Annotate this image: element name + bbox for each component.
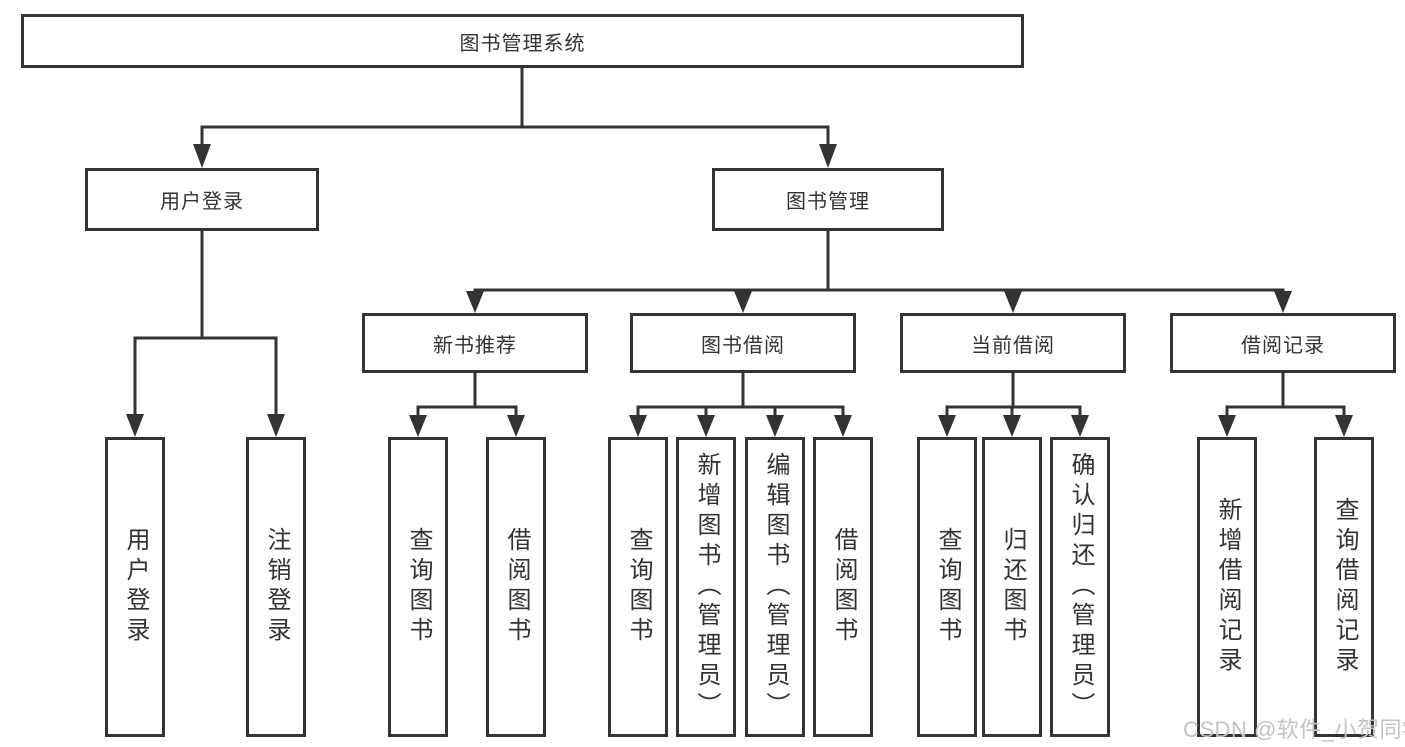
- leaf-logout: 注销登录: [246, 437, 306, 737]
- node-new-book-recommendation: 新书推荐: [362, 313, 588, 373]
- leaf-cb-query-books-label: 查询图书: [934, 527, 961, 647]
- node-book-borrowing: 图书借阅: [630, 313, 856, 373]
- node-library-management-system: 图书管理系统: [21, 14, 1024, 68]
- leaf-bb-query-books: 查询图书: [608, 437, 668, 737]
- leaf-bb-edit-books-admin: 编辑图书（管理员）: [745, 437, 805, 737]
- leaf-br-query-record: 查询借阅记录: [1314, 437, 1374, 737]
- leaf-cb-return-books: 归还图书: [982, 437, 1042, 737]
- node-user-login: 用户登录: [85, 168, 319, 231]
- leaf-cb-confirm-return-admin: 确认归还（管理员）: [1050, 437, 1110, 737]
- leaf-bb-add-books-admin-label: 新增图书（管理员）: [693, 452, 720, 722]
- leaf-cb-query-books: 查询图书: [917, 437, 977, 737]
- leaf-br-add-record: 新增借阅记录: [1197, 437, 1257, 737]
- node-borrowing-records: 借阅记录: [1170, 313, 1396, 373]
- node-current-borrowing: 当前借阅: [900, 313, 1126, 373]
- leaf-bb-borrow-books-label: 借阅图书: [830, 527, 857, 647]
- leaf-bb-add-books-admin: 新增图书（管理员）: [676, 437, 736, 737]
- leaf-cb-return-books-label: 归还图书: [999, 527, 1026, 647]
- leaf-nbr-query-books-label: 查询图书: [405, 527, 432, 647]
- leaf-bb-borrow-books: 借阅图书: [813, 437, 873, 737]
- leaf-user-login-label: 用户登录: [122, 527, 149, 647]
- leaf-nbr-borrow-books-label: 借阅图书: [503, 527, 530, 647]
- leaf-nbr-query-books: 查询图书: [388, 437, 448, 737]
- leaf-user-login: 用户登录: [105, 437, 165, 737]
- csdn-watermark: CSDN @软件_小贺同学: [1183, 717, 1405, 742]
- leaf-bb-edit-books-admin-label: 编辑图书（管理员）: [762, 452, 789, 722]
- leaf-bb-query-books-label: 查询图书: [625, 527, 652, 647]
- leaf-br-add-record-label: 新增借阅记录: [1214, 497, 1241, 677]
- leaf-nbr-borrow-books: 借阅图书: [486, 437, 546, 737]
- leaf-cb-confirm-return-admin-label: 确认归还（管理员）: [1067, 452, 1094, 722]
- leaf-br-query-record-label: 查询借阅记录: [1331, 497, 1358, 677]
- leaf-logout-label: 注销登录: [263, 527, 290, 647]
- node-book-management: 图书管理: [712, 168, 944, 231]
